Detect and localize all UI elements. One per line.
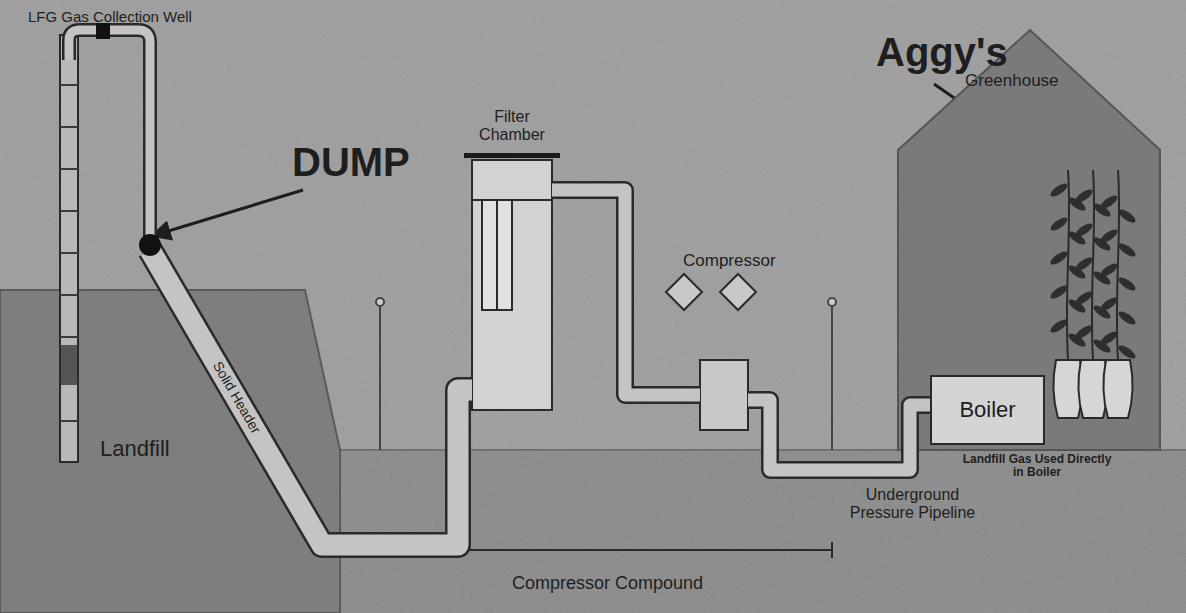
filter-cartridge — [496, 200, 498, 310]
well-segment — [60, 252, 78, 254]
plant-leaf — [1117, 309, 1138, 327]
plant-leaf — [1099, 295, 1120, 313]
plant-leaf — [1117, 275, 1138, 293]
well-segment — [60, 210, 78, 212]
well-segment — [60, 294, 78, 296]
compressor-body — [700, 360, 748, 430]
compound-label: Compressor Compound — [512, 574, 703, 594]
well-segment — [60, 420, 78, 422]
gas-pipe — [340, 390, 472, 545]
filter-cartridge — [482, 200, 512, 310]
header-ball-valve — [139, 234, 161, 256]
well-label: LFG Gas Collection Well — [28, 9, 192, 26]
solid-header-pipe — [150, 250, 340, 545]
plant-leaf — [1074, 221, 1095, 239]
well-segment — [60, 168, 78, 170]
plant-leaf — [1074, 289, 1095, 307]
compressor-unit-outline — [700, 360, 748, 430]
wellhead-pipe — [69, 30, 150, 240]
plant-leaf — [1099, 193, 1120, 211]
well-segment — [60, 126, 78, 128]
plant-leaf — [1074, 187, 1095, 205]
dump-pointer — [152, 190, 303, 236]
plant-stem — [1092, 170, 1094, 360]
collection-well — [60, 35, 78, 462]
solid-header-pipe — [150, 250, 340, 545]
plant-leaf — [1099, 329, 1120, 347]
greenhouse-shape — [898, 30, 1160, 450]
fence-poles — [376, 298, 836, 450]
landfill-shape — [0, 290, 340, 613]
dump-label: DUMP — [292, 140, 410, 184]
well-segment — [60, 336, 78, 338]
plant-leaf — [1099, 227, 1120, 245]
boiler-box: Boiler — [930, 375, 1045, 445]
filter-lid — [464, 153, 560, 158]
compressor-fan — [720, 274, 756, 310]
wellhead-pipe — [69, 30, 150, 240]
filter-chamber: Filter Chamber — [472, 160, 552, 410]
aggys-label: Aggy's — [876, 30, 1008, 74]
plant-leaf — [1049, 215, 1070, 233]
node-label: Greenhouse — [965, 72, 1059, 91]
well-segment — [60, 84, 78, 86]
landfill-mound: Landfill — [0, 285, 340, 613]
filter-chamber-outline — [472, 160, 552, 410]
plant-leaf — [1049, 317, 1070, 335]
landfill-mound-outline — [0, 285, 340, 613]
filter-housing — [472, 160, 552, 410]
wellhead-valve — [96, 23, 110, 39]
greenhouse-building: GreenhouseBoiler — [898, 30, 1160, 450]
plant-leaf — [1099, 261, 1120, 279]
boiler-note: Landfill Gas Used Directly in Boiler — [962, 453, 1112, 479]
well-screen — [61, 345, 77, 385]
plant-leaf — [1074, 323, 1095, 341]
node-label: Compressor — [683, 252, 776, 271]
plant-leaf — [1074, 255, 1095, 273]
plant-leaf — [1049, 283, 1070, 301]
node-label: Landfill — [100, 437, 170, 461]
pipe-outline — [340, 390, 472, 545]
plant-leaf — [1049, 181, 1070, 199]
compressor-fan — [666, 274, 702, 310]
plant-leaf — [1117, 343, 1138, 361]
pipe-fill — [340, 390, 472, 545]
compound-bracket — [380, 542, 832, 558]
node-label: Filter Chamber — [467, 108, 557, 143]
pipeline-label: Underground Pressure Pipeline — [845, 486, 980, 521]
compressor-unit: Compressor — [700, 360, 748, 430]
plant-leaf — [1117, 241, 1138, 259]
node-label: Boiler — [959, 398, 1015, 422]
plant-leaf — [1117, 207, 1138, 225]
plant-leaf — [1049, 249, 1070, 267]
plant-pot — [1103, 360, 1132, 418]
